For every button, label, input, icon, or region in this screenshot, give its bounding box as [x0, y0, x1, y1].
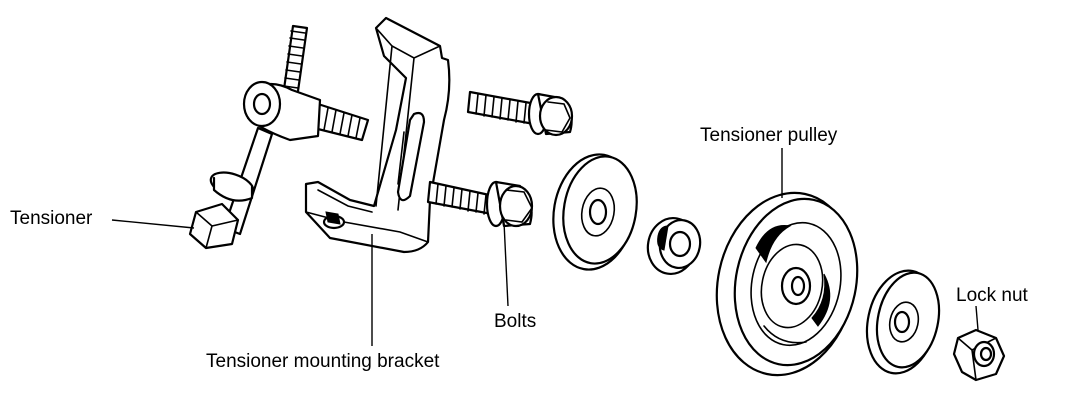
bracket-part: [304, 16, 451, 254]
bolt-lower: [426, 180, 534, 228]
leader-tensioner: [111, 219, 195, 229]
label-pulley: Tensioner pulley: [700, 125, 838, 146]
label-lock-nut: Lock nut: [956, 285, 1028, 306]
front-washer: [552, 153, 638, 271]
leader-lock-nut: [975, 305, 979, 331]
tensioner-part: [188, 24, 370, 250]
pulley-part: [715, 191, 859, 377]
rear-washer: [865, 269, 941, 375]
spacer: [646, 217, 702, 275]
leader-bolts: [503, 221, 509, 307]
bolt-upper: [466, 90, 574, 137]
leader-lines: [111, 148, 979, 346]
label-bracket: Tensioner mounting bracket: [206, 351, 440, 372]
lock-nut-part: [952, 328, 1006, 382]
label-bolts: Bolts: [494, 311, 537, 332]
label-tensioner: Tensioner: [10, 208, 93, 229]
